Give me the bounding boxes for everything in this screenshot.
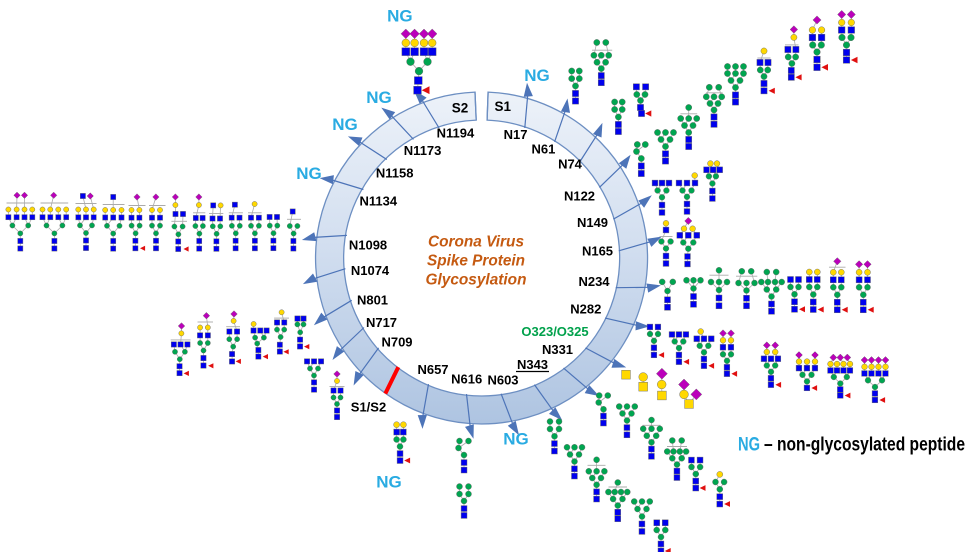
svg-text:O323/O325: O323/O325 xyxy=(521,324,588,339)
svg-text:N282: N282 xyxy=(570,302,601,317)
svg-text:N331: N331 xyxy=(542,342,573,357)
svg-text:Spike Protein: Spike Protein xyxy=(427,253,525,270)
svg-text:NG: NG xyxy=(376,473,402,492)
svg-text:NG: NG xyxy=(738,434,760,456)
svg-text:NG: NG xyxy=(366,88,392,107)
svg-text:S1: S1 xyxy=(495,99,512,114)
svg-text:N657: N657 xyxy=(417,362,448,377)
svg-text:N709: N709 xyxy=(381,335,412,350)
svg-text:N1158: N1158 xyxy=(376,166,414,181)
svg-text:NG: NG xyxy=(524,66,550,85)
svg-text:NG: NG xyxy=(387,6,413,25)
svg-text:N122: N122 xyxy=(564,189,595,204)
svg-text:Glycosylation: Glycosylation xyxy=(426,272,527,289)
svg-text:N1074: N1074 xyxy=(351,263,390,278)
svg-text:N616: N616 xyxy=(451,372,482,387)
svg-text:S1/S2: S1/S2 xyxy=(351,400,386,415)
svg-text:N17: N17 xyxy=(504,127,528,142)
svg-text:N717: N717 xyxy=(366,315,397,330)
svg-text:NG: NG xyxy=(503,430,529,449)
svg-text:N74: N74 xyxy=(558,157,583,172)
svg-text:NG: NG xyxy=(332,115,358,134)
svg-text:Corona Virus: Corona Virus xyxy=(428,234,524,251)
svg-text:N1134: N1134 xyxy=(360,194,398,209)
svg-text:N61: N61 xyxy=(531,142,555,157)
svg-text:N1098: N1098 xyxy=(349,238,387,253)
svg-text:N149: N149 xyxy=(577,215,608,230)
svg-text:N1173: N1173 xyxy=(404,143,442,158)
svg-text:NG: NG xyxy=(296,164,322,183)
svg-text:N343: N343 xyxy=(517,357,548,372)
svg-text:S2: S2 xyxy=(452,101,469,116)
svg-text:N1194: N1194 xyxy=(437,126,475,141)
svg-text:N165: N165 xyxy=(582,244,613,259)
svg-text:N801: N801 xyxy=(357,293,388,308)
svg-text:N603: N603 xyxy=(487,373,518,388)
svg-text:– non-glycosylated peptide: – non-glycosylated peptide xyxy=(764,434,965,456)
svg-text:N234: N234 xyxy=(578,274,610,289)
